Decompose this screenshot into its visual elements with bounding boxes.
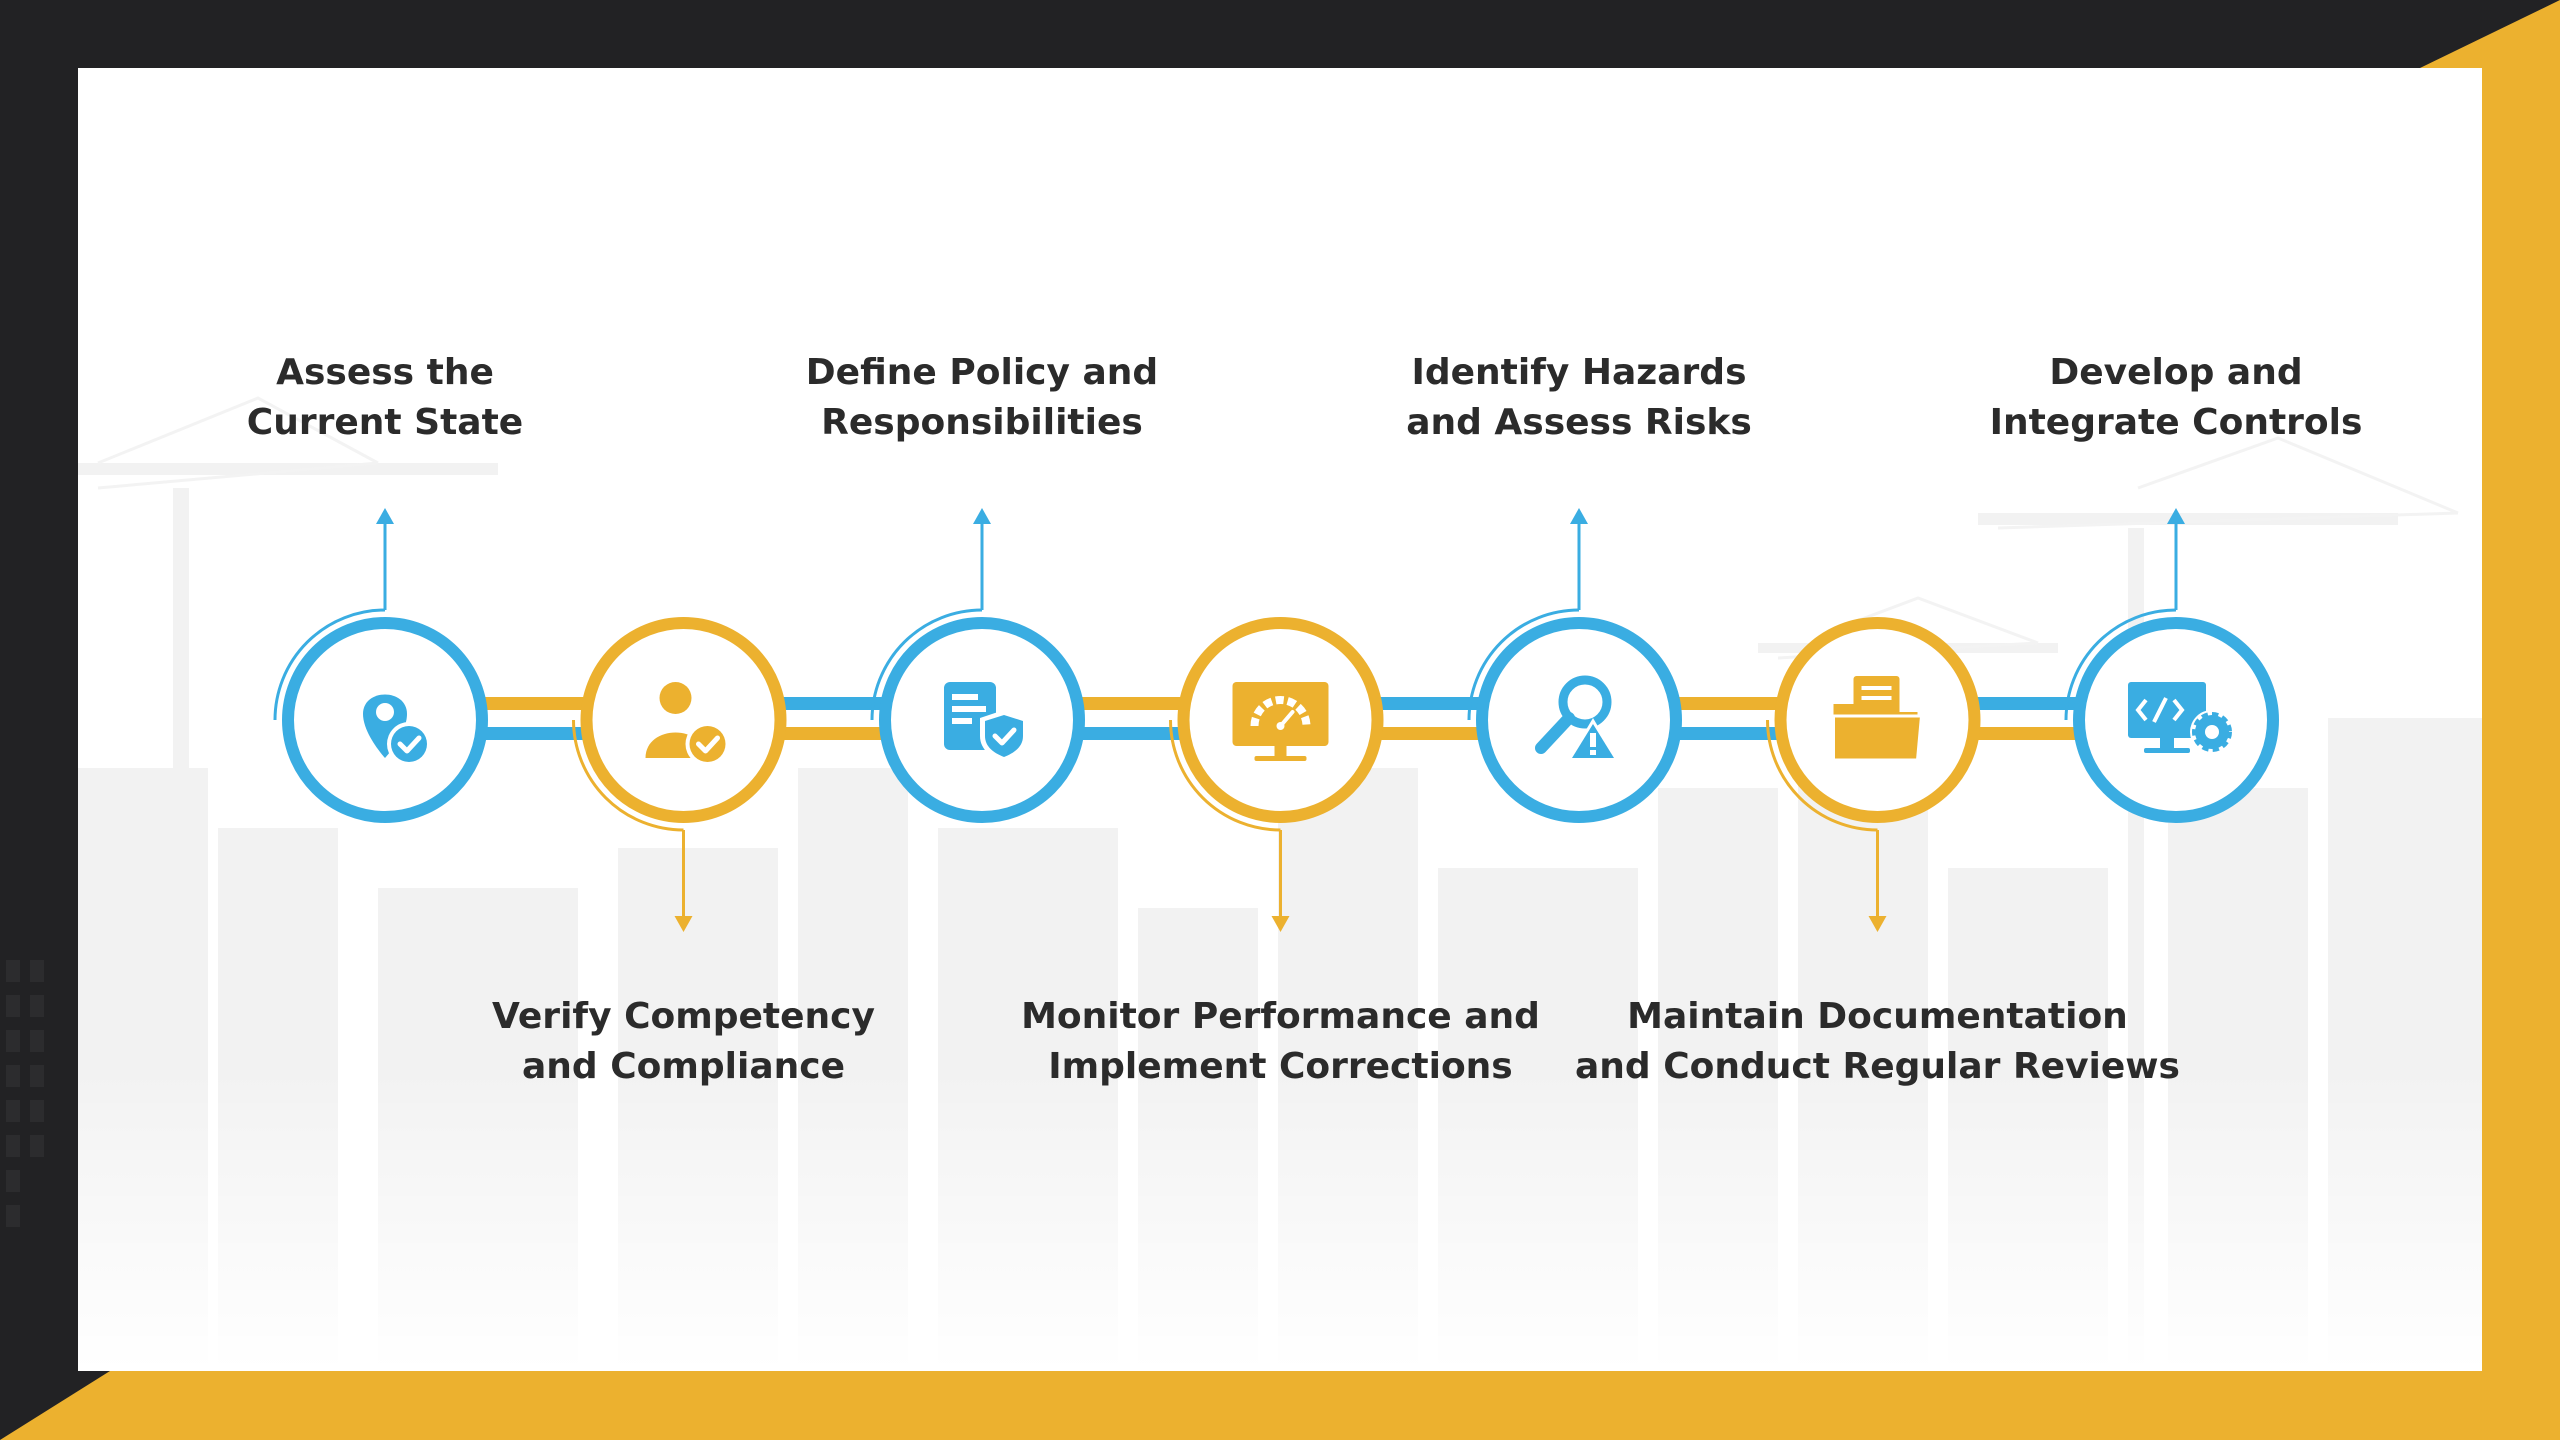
arrow-down-icon [1271,916,1290,932]
frame-accent-bottom [0,1371,2560,1440]
connector-upper [1075,697,1188,710]
step-label: Maintain Documentation and Conduct Regula… [1568,992,2188,1092]
arrow-down-icon [1868,916,1887,932]
arrow-up-icon [2167,508,2185,524]
step-arc [1766,719,1878,832]
step-label-line: Integrate Controls [1989,402,2363,443]
user-check-icon [645,682,730,766]
location-pin-check-icon [363,694,431,766]
step-label-line: Implement Corrections [1048,1046,1513,1087]
construction-skyline-watermark [78,396,2482,1371]
connector-upper [1373,697,1486,710]
frame-dark-squares [6,960,44,1227]
connector-lower [478,727,591,740]
step-arc [572,719,684,832]
step-label: Identify Hazards and Assess Risks [1269,348,1889,448]
magnifier-warning-icon [1535,675,1619,762]
step-arc [1169,719,1281,832]
connector-upper [776,697,889,710]
folder-document-icon [1832,676,1924,762]
step-arc [2064,608,2177,721]
connector-upper [1672,697,1785,710]
step-label-line: Develop and [2049,352,2303,393]
step-label-line: Verify Competency [492,996,875,1037]
step-label: Verify Competency and Compliance [374,992,994,1092]
code-monitor-gear-icon [2128,682,2234,754]
connector-lower [1373,727,1486,740]
step-arc [273,608,386,721]
monitor-gauge-icon [1232,682,1329,761]
step-label-line: Identify Hazards [1411,352,1747,393]
step-label-line: and Conduct Regular Reviews [1575,1046,2180,1087]
arrow-down-icon [674,916,693,932]
step-label-line: Current State [246,402,524,443]
step-label-line: Monitor Performance and [1021,996,1540,1037]
step-arc [870,608,983,721]
arrow-up-icon [1570,508,1588,524]
step-label-line: and Compliance [521,1046,845,1087]
step-circle [580,617,787,823]
connector-upper [478,697,591,710]
step-label-line: Define Policy and [805,352,1159,393]
step-label-line: Responsibilities [821,402,1143,443]
step-label-line: Assess the [276,352,494,393]
connector-lower [1970,727,2083,740]
connector-lower [776,727,889,740]
arrow-up-icon [973,508,991,524]
step-arc [1467,608,1580,721]
arrow-up-icon [376,508,394,524]
step-label-line: Maintain Documentation [1627,996,2128,1037]
connector-upper [1970,697,2083,710]
step-label-line: and Assess Risks [1406,402,1752,443]
connector-lower [1672,727,1785,740]
connector-lower [1075,727,1188,740]
document-shield-icon [944,682,1028,762]
